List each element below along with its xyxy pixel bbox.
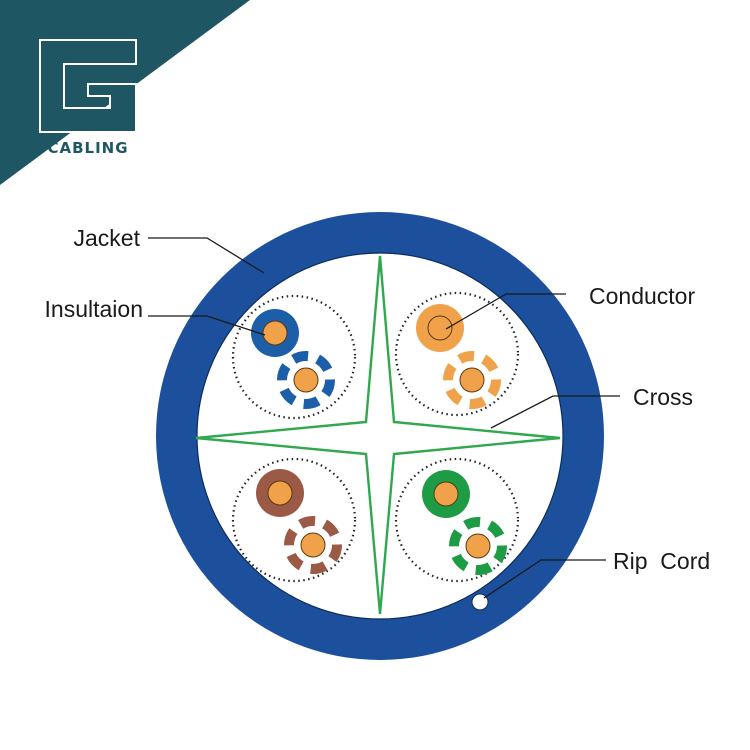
conductor-green-striped [465, 533, 491, 559]
jacket-inner-fill [197, 253, 563, 619]
leader-insulation [148, 315, 266, 336]
pair-blue [251, 309, 335, 409]
label-jacket: Jacket [74, 225, 141, 251]
pair-shield-bottom-left [231, 457, 357, 583]
brand-logo: CABLING [39, 39, 137, 157]
label-insulation: Insultaion [45, 296, 143, 322]
pair-green [422, 470, 507, 575]
leader-jacket [148, 237, 265, 274]
cross-separator [195, 255, 561, 615]
conductor-brown-solid [267, 480, 293, 506]
pair-shield-top-right [394, 291, 520, 417]
label-rip-cord: Rip Cord [613, 548, 710, 574]
conductor-blue-solid [262, 320, 288, 346]
brand-name: CABLING [47, 139, 128, 157]
leader-cross [490, 395, 620, 429]
jacket-inner-edge [196, 252, 564, 620]
pair-shield-bottom-right [394, 457, 520, 583]
conductor-orange-striped [459, 367, 485, 393]
pair-brown [256, 469, 342, 574]
conductor-green-solid [433, 481, 459, 507]
pair-orange [416, 304, 501, 409]
conductor-brown-striped [300, 532, 326, 558]
logo-g-mark [39, 39, 137, 133]
leader-rip-cord [483, 559, 606, 599]
conductor-orange-solid [427, 315, 453, 341]
conductor-blue-striped [293, 367, 319, 393]
label-cross: Cross [633, 384, 693, 410]
leader-conductor [445, 293, 566, 330]
pair-shield-top-left [231, 294, 357, 420]
label-conductor: Conductor [589, 283, 695, 309]
